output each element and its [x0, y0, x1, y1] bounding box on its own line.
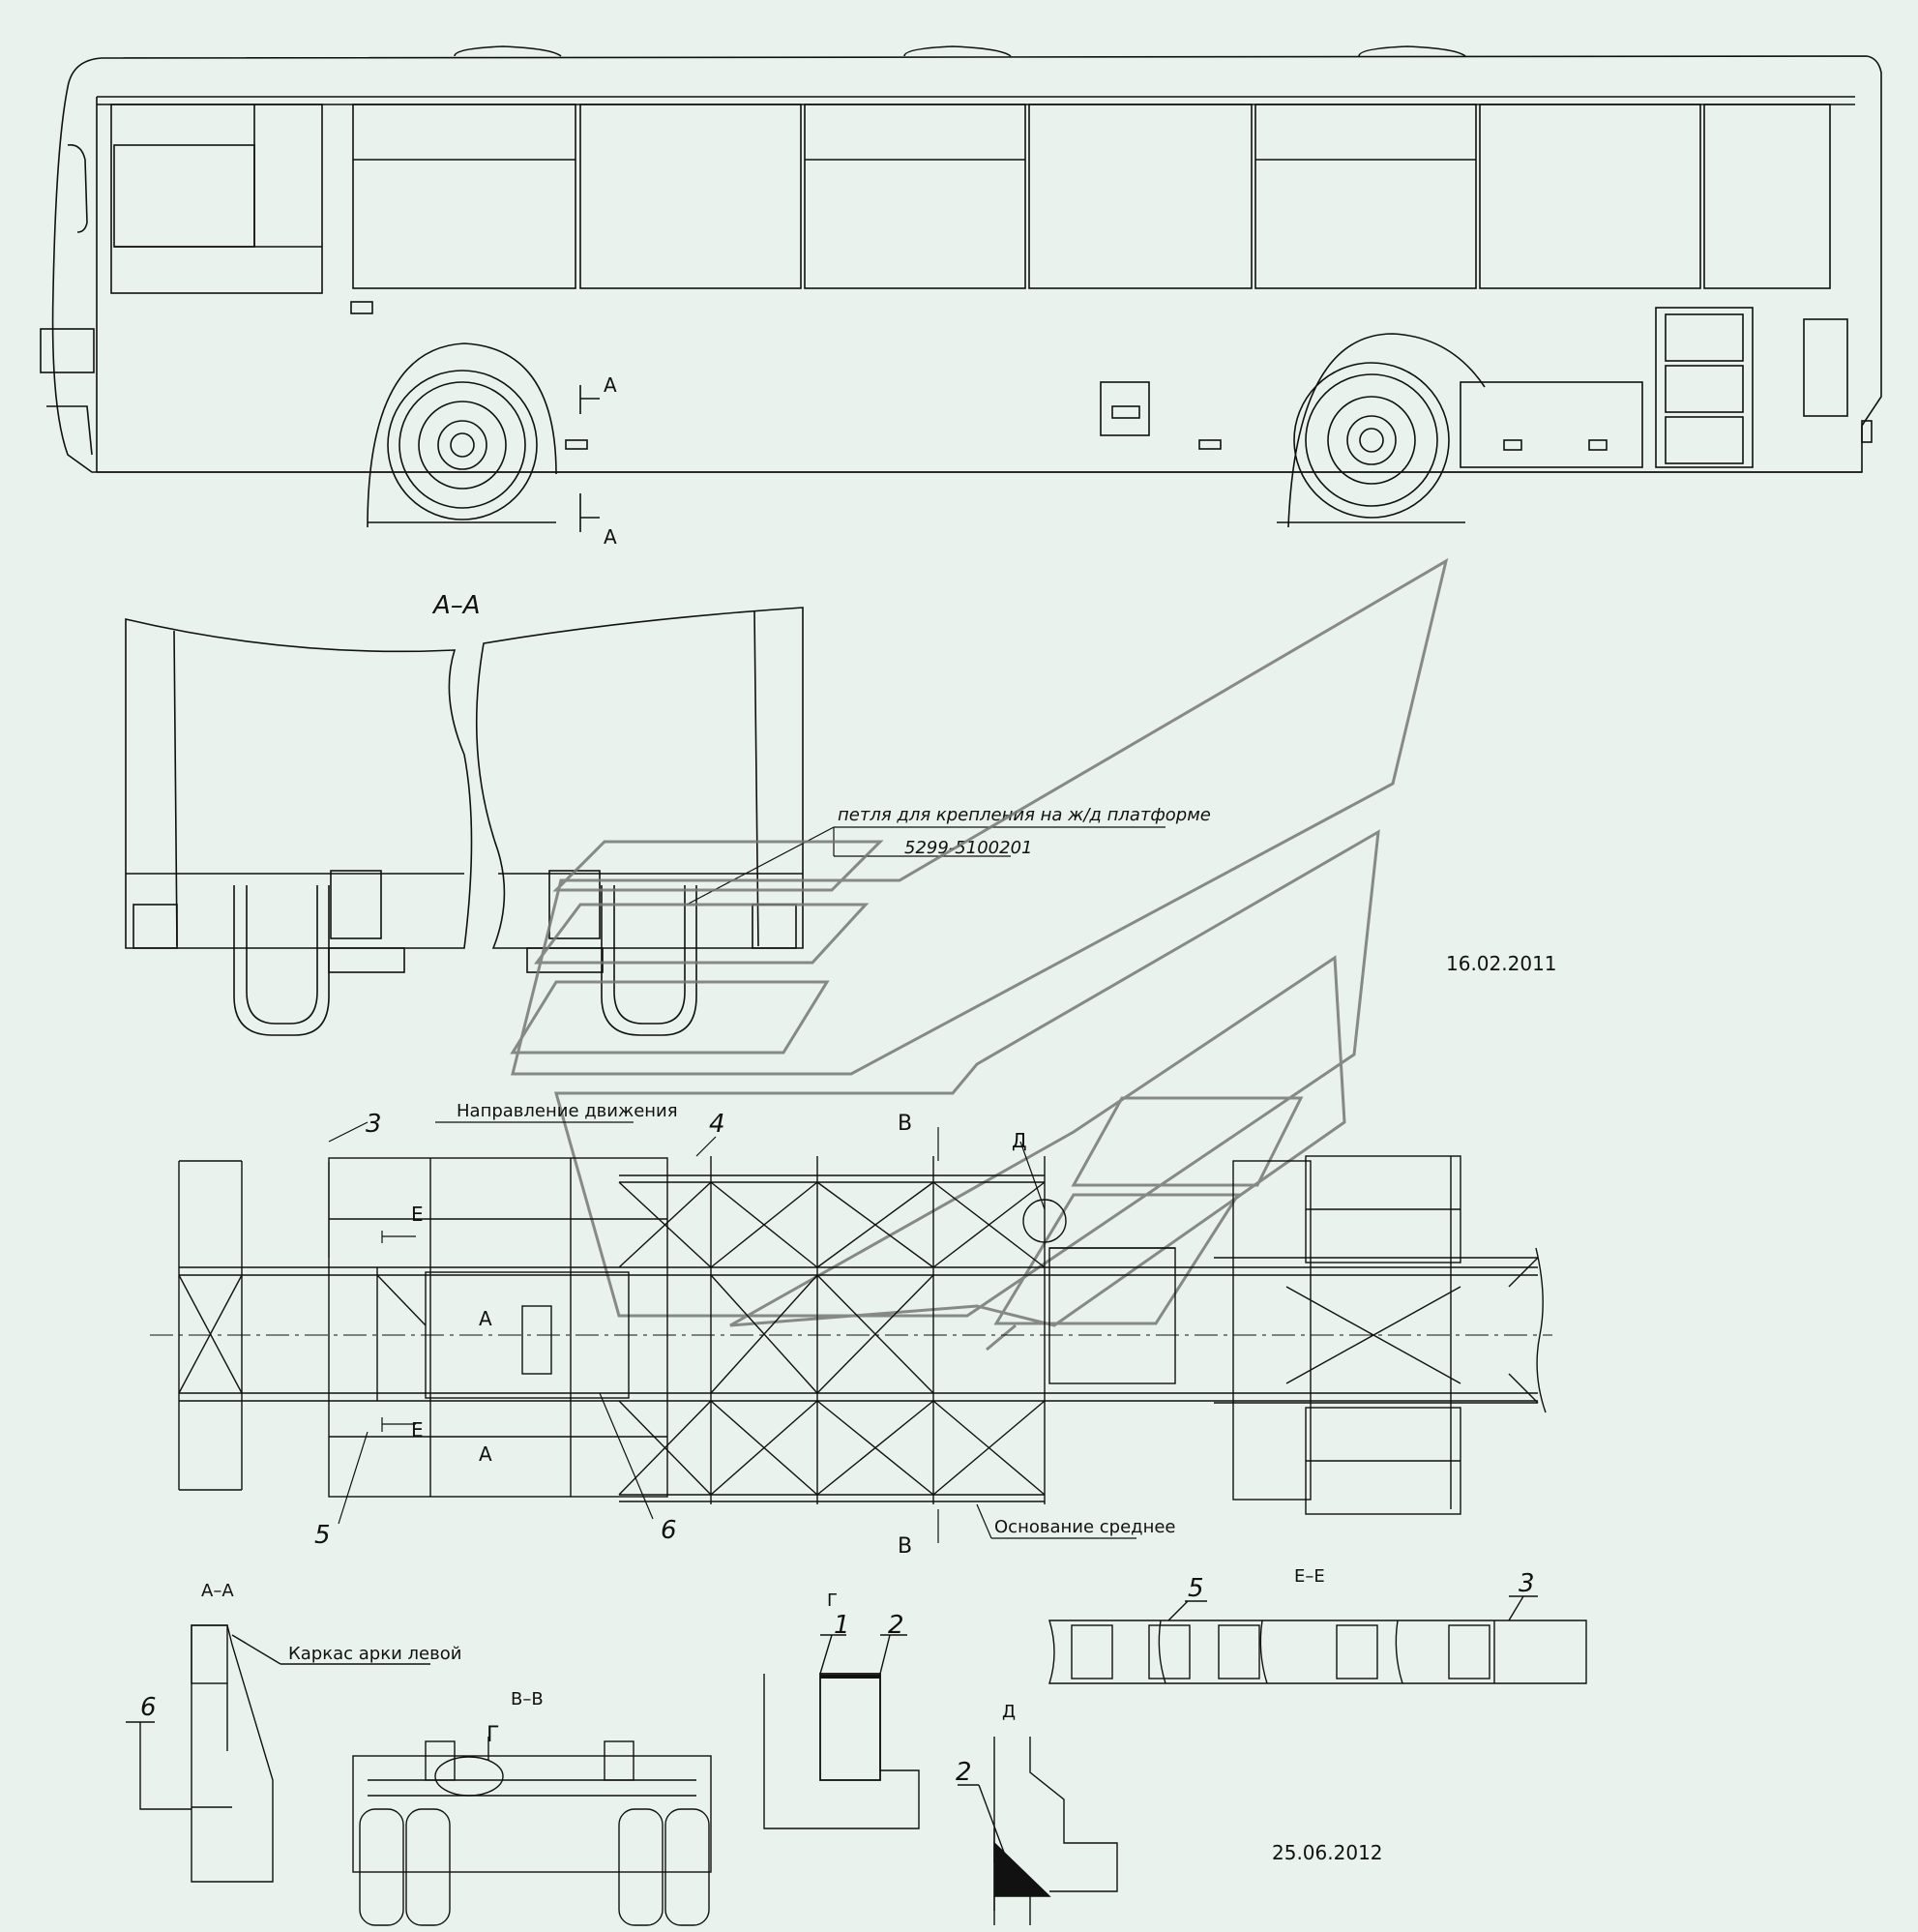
view-aa-mark-6: 6 [140, 1693, 157, 1722]
view-vv-title: В–В [511, 1689, 544, 1709]
section-aa-title: А–А [431, 591, 481, 620]
date-second: 25.06.2012 [1272, 1841, 1383, 1864]
view-g-detail [763, 1634, 920, 1829]
section-a-label-bottom: A [604, 525, 617, 549]
mark-a-top: А [479, 1307, 492, 1330]
view-d-title: Д [1002, 1702, 1016, 1722]
frame-arch-label: Каркас арки левой [288, 1644, 461, 1664]
mark-v-bottom: В [898, 1534, 912, 1559]
mark-d: Д [1012, 1129, 1027, 1152]
passenger-windows [352, 104, 1831, 289]
view-g-title: Г [827, 1590, 838, 1611]
mark-v-top: В [898, 1112, 912, 1136]
front-wheel [368, 370, 556, 523]
view-ee-detail [1048, 1595, 1587, 1684]
view-d-mark-2: 2 [956, 1758, 972, 1787]
part-number: 5299-5100201 [904, 838, 1032, 858]
mark-5: 5 [314, 1521, 331, 1550]
view-aa-detail [126, 1624, 430, 1883]
chassis-plan-view [150, 1155, 1552, 1515]
mark-e-top: Е [411, 1203, 424, 1226]
view-vv-mark-g: Г [487, 1723, 499, 1747]
section-a-marker [579, 385, 600, 532]
mark-6: 6 [661, 1516, 677, 1545]
loop-note: петля для крепления на ж/д платформе [838, 805, 1211, 825]
section-a-label-top: A [604, 373, 617, 397]
rear-wheel [1277, 362, 1465, 523]
mark-e-bottom: Е [411, 1418, 424, 1442]
view-ee-title: Е–Е [1294, 1566, 1325, 1587]
view-aa-title: А–А [201, 1581, 234, 1601]
mark-a-bottom: А [479, 1442, 492, 1466]
mark-3: 3 [366, 1110, 382, 1139]
view-ee-mark-5: 5 [1188, 1574, 1204, 1603]
view-ee-mark-3: 3 [1519, 1569, 1535, 1598]
direction-label: Направление движения [457, 1101, 678, 1121]
bus-side-view [40, 45, 1882, 528]
mark-4: 4 [709, 1110, 725, 1139]
view-vv-detail [352, 1737, 712, 1926]
view-g-mark-2: 2 [888, 1611, 904, 1640]
view-g-mark-1: 1 [834, 1611, 850, 1640]
date-first: 16.02.2011 [1446, 952, 1557, 975]
base-middle-label: Основание среднее [994, 1517, 1176, 1537]
watermark-logo [510, 557, 1449, 1352]
view-d-detail [958, 1737, 1118, 1925]
